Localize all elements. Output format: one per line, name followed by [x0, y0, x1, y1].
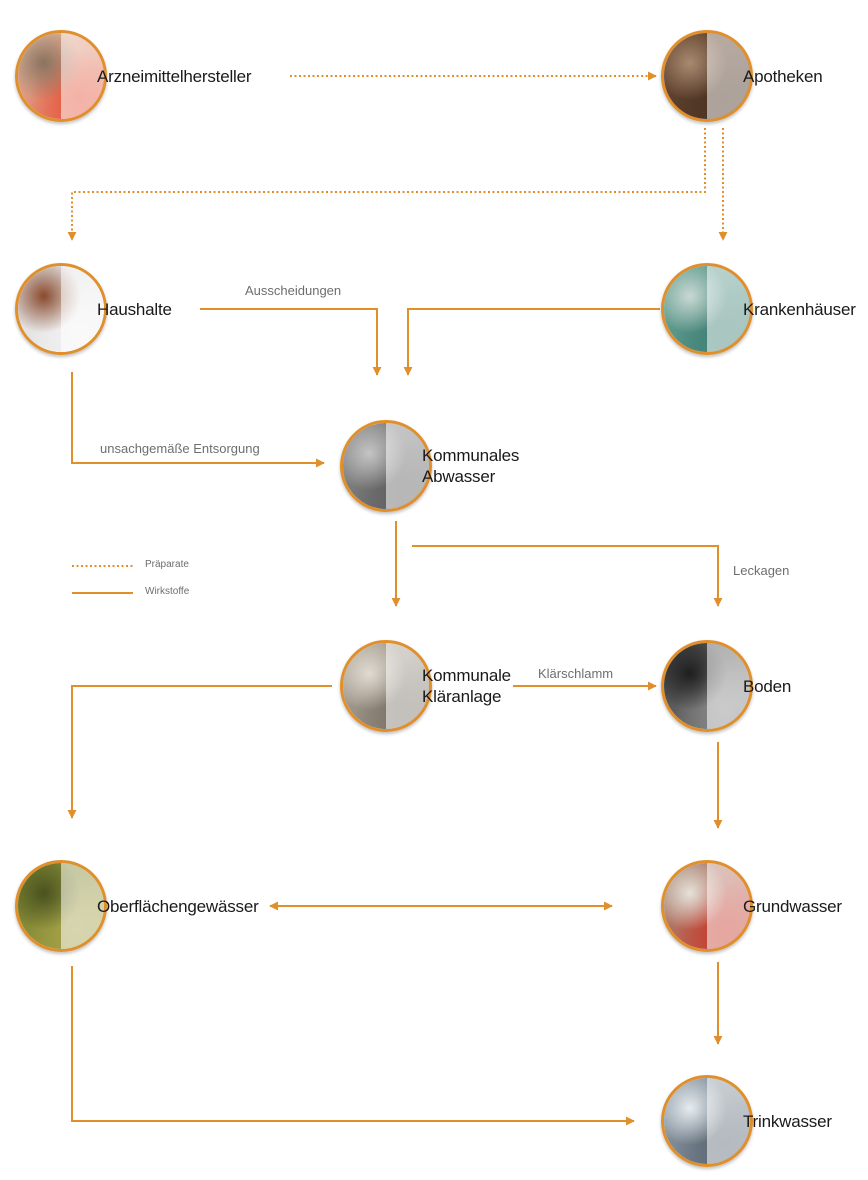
node-label: Haushalte	[97, 299, 172, 319]
node-grundwasser: Grundwasser	[661, 860, 842, 952]
node-oberflaechengewaesser: Oberflächengewässer	[15, 860, 259, 952]
node-label: Grundwasser	[743, 896, 842, 916]
node-kommunale-klaeranlage: Kommunale Kläranlage	[340, 640, 511, 732]
edge-label-entsorgung: unsachgemäße Entsorgung	[100, 441, 260, 456]
node-arzneimittelhersteller: Arzneimittelhersteller	[15, 30, 252, 122]
manhole-cover-photo	[340, 420, 432, 512]
node-trinkwasser: Trinkwasser	[661, 1075, 832, 1167]
treatment-plant-photo	[340, 640, 432, 732]
node-label: Trinkwasser	[743, 1111, 832, 1131]
arrow-klaeranlage-oberflaeche	[67, 685, 332, 819]
cracked-soil-photo	[661, 640, 753, 732]
node-haushalte: Haushalte	[15, 263, 172, 355]
edge-label-klaerschlamm: Klärschlamm	[538, 666, 614, 681]
arrow-abwasser-boden	[412, 545, 723, 607]
node-krankenhaeuser: Krankenhäuser	[661, 263, 856, 355]
water-splash-photo	[661, 860, 753, 952]
node-label: Kommunales Abwasser	[422, 446, 520, 486]
surgeon-photo	[661, 263, 753, 355]
arrow-haushalte-abwasser	[200, 308, 382, 376]
node-label: Apotheken	[743, 66, 823, 86]
legend-label-wirkstoffe: Wirkstoffe	[145, 586, 190, 597]
toilet-paper-photo	[15, 263, 107, 355]
node-label: Arzneimittelhersteller	[97, 66, 252, 86]
node-boden: Boden	[661, 640, 791, 732]
edge-label-leckagen: Leckagen	[733, 563, 790, 578]
pills-photo	[15, 30, 107, 122]
legend-label-praeparate: Präparate	[145, 559, 189, 570]
pharmacy-drawers-photo	[661, 30, 753, 122]
node-label: Kommunale Kläranlage	[422, 666, 511, 706]
node-apotheken: Apotheken	[661, 30, 823, 122]
water-tap-photo	[661, 1075, 753, 1167]
arrow-krankenhaeuser-abwasser	[403, 308, 660, 376]
arrow-apotheken-haushalte	[67, 128, 706, 241]
node-label: Oberflächengewässer	[97, 896, 259, 916]
node-label: Boden	[743, 676, 792, 696]
node-kommunales-abwasser: Kommunales Abwasser	[340, 420, 519, 512]
edge-label-ausscheidungen: Ausscheidungen	[245, 283, 342, 298]
arrow-oberflaeche-trinkwasser	[71, 966, 635, 1126]
node-label: Krankenhäuser	[743, 299, 856, 319]
trout-in-water-photo	[15, 860, 107, 952]
arrow-haushalte-entsorgung	[71, 372, 325, 468]
